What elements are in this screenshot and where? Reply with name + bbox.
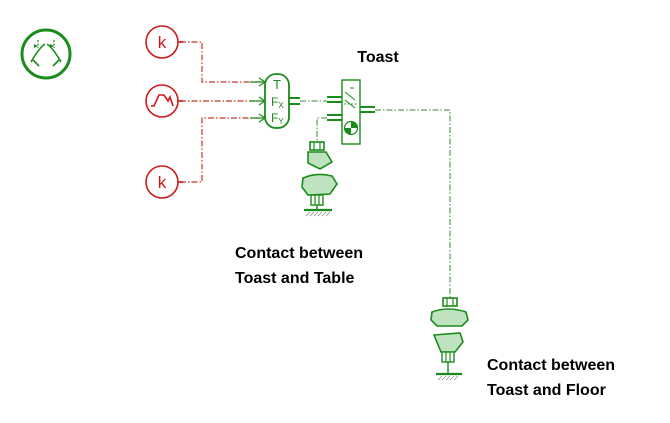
contact-toast-floor-block[interactable]	[430, 297, 469, 381]
force-torque-block[interactable]: T FX FY	[264, 73, 300, 129]
waveform-source-block[interactable]	[145, 84, 183, 118]
constant-block-bottom[interactable]: k	[145, 165, 183, 199]
contact-table-label-line1: Contact between	[235, 245, 363, 262]
signal-line-top	[180, 41, 262, 83]
toast-body-block[interactable]	[327, 79, 375, 145]
constant-top-symbol: k	[158, 33, 167, 52]
center-of-mass-icon	[343, 120, 359, 136]
signal-arrowheads	[250, 77, 267, 123]
port-label-fx: FX	[271, 95, 284, 110]
contact-toast-table-block[interactable]	[301, 141, 338, 217]
constant-bottom-symbol: k	[158, 173, 167, 192]
signal-lines	[180, 41, 262, 183]
connection-toast-to-table-contact	[316, 117, 327, 142]
port-label-t: T	[273, 77, 281, 92]
contact-floor-label-line1: Contact between	[487, 357, 615, 374]
connection-toast-to-floor-contact	[375, 109, 451, 298]
contact-table-label-line2: Toast and Table	[235, 270, 355, 287]
frame-connection-lines	[300, 100, 451, 298]
toast-label: Toast	[357, 49, 399, 66]
signal-line-bottom	[180, 117, 262, 183]
port-label-fy: FY	[271, 111, 284, 126]
contact-floor-label-line2: Toast and Floor	[487, 382, 606, 399]
constant-block-top[interactable]: k	[145, 25, 183, 59]
world-solver-icon[interactable]	[20, 28, 72, 80]
